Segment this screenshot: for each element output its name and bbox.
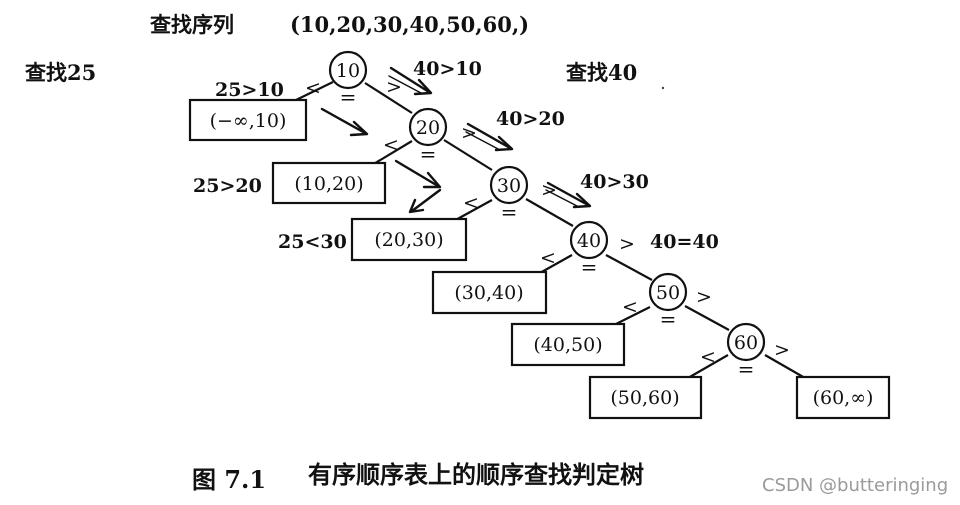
arrow-25-2 xyxy=(394,159,442,189)
tree-node: 40 xyxy=(569,220,609,260)
step-40-4: 40=40 xyxy=(650,231,719,253)
node-value: 50 xyxy=(656,282,680,304)
interval-leaves: (−∞,10) (10,20) (20,30) (30,40) (40,50) … xyxy=(188,98,891,420)
tree-node: 50 xyxy=(648,272,688,312)
edge-60-right xyxy=(764,354,806,379)
tree-edges xyxy=(295,81,806,379)
edge-60-left xyxy=(687,354,729,379)
tree-node: 30 xyxy=(489,165,529,205)
node-value: 60 xyxy=(734,332,758,354)
search-arrows xyxy=(320,66,592,214)
less-sign: < xyxy=(463,192,479,214)
greater-sign: > xyxy=(696,286,712,308)
interval-box: (10,20) xyxy=(271,161,387,205)
caption-text: 有序顺序表上的顺序查找判定树 xyxy=(308,460,644,489)
step-25-3: 25<30 xyxy=(278,231,347,253)
interval-label: (50,60) xyxy=(610,387,679,409)
equal-sign: = xyxy=(660,307,677,331)
equal-sign: = xyxy=(420,142,437,166)
node-value: 30 xyxy=(497,175,521,197)
step-25-2: 25>20 xyxy=(193,175,262,197)
arrow-40-2 xyxy=(465,122,514,152)
arrow-25-3 xyxy=(408,188,442,214)
node-value: 40 xyxy=(577,230,601,252)
interval-label: (20,30) xyxy=(374,229,443,251)
step-40-1: 40>10 xyxy=(413,58,482,80)
less-sign: < xyxy=(305,77,321,99)
tree-node: 20 xyxy=(408,107,448,147)
interval-label: (40,50) xyxy=(533,334,602,356)
interval-box: (30,40) xyxy=(431,270,548,315)
edge-20-30 xyxy=(443,139,493,171)
equal-sign: = xyxy=(581,255,598,279)
edge-10-left xyxy=(295,81,334,101)
arrow-40-3 xyxy=(545,181,592,209)
less-sign: < xyxy=(540,247,556,269)
interval-box: (60,∞) xyxy=(795,375,891,420)
interval-box: (20,30) xyxy=(350,217,468,262)
equal-sign: = xyxy=(501,200,518,224)
search25-label: 查找25 xyxy=(25,60,96,85)
search40-label: 查找40 xyxy=(566,60,637,85)
caption-number: 图 7.1 xyxy=(192,465,266,494)
less-sign: < xyxy=(622,296,638,318)
edge-40-50 xyxy=(605,254,653,281)
watermark: CSDN @butteringing xyxy=(762,475,948,496)
step-25-1: 25>10 xyxy=(215,79,284,101)
equal-sign: = xyxy=(738,357,755,381)
interval-label: (60,∞) xyxy=(813,387,874,409)
search40-steps: 40>10 40>20 40>30 40=40 xyxy=(413,58,719,253)
tree-node: 10 xyxy=(328,50,368,90)
sequence-label: 查找序列 xyxy=(150,12,234,37)
node-value: 10 xyxy=(336,60,360,82)
step-40-3: 40>30 xyxy=(580,171,649,193)
interval-box: (40,50) xyxy=(510,322,626,367)
edge-50-left xyxy=(611,306,651,327)
edge-50-60 xyxy=(684,305,730,331)
tree-nodes: 10 20 30 40 50 60 xyxy=(328,50,766,362)
greater-sign: > xyxy=(774,339,790,361)
edge-10-20 xyxy=(364,82,413,114)
edge-30-40 xyxy=(525,198,574,227)
equal-marks: = = = = = = xyxy=(340,85,755,381)
greater-sign: > xyxy=(619,233,635,255)
search25-steps: 25>10 25>20 25<30 xyxy=(193,79,347,253)
interval-box: (−∞,10) xyxy=(188,98,308,142)
interval-label: (10,20) xyxy=(294,173,363,195)
tree-node: 60 xyxy=(726,322,766,362)
arrow-25-1 xyxy=(320,107,369,137)
less-sign: < xyxy=(700,346,716,368)
interval-box: (50,60) xyxy=(588,375,703,420)
less-sign: < xyxy=(383,134,399,156)
arrow-40-1 xyxy=(388,66,433,96)
interval-label: (30,40) xyxy=(454,282,523,304)
sequence-values: (10,20,30,40,50,60,) xyxy=(290,12,529,37)
branch-symbols: < > < > < > < > < > < > xyxy=(305,76,790,368)
equal-sign: = xyxy=(340,85,357,109)
step-40-2: 40>20 xyxy=(496,108,565,130)
scan-speck xyxy=(661,86,665,90)
interval-label: (−∞,10) xyxy=(210,110,287,132)
node-value: 20 xyxy=(416,117,440,139)
edge-20-left xyxy=(371,140,413,166)
